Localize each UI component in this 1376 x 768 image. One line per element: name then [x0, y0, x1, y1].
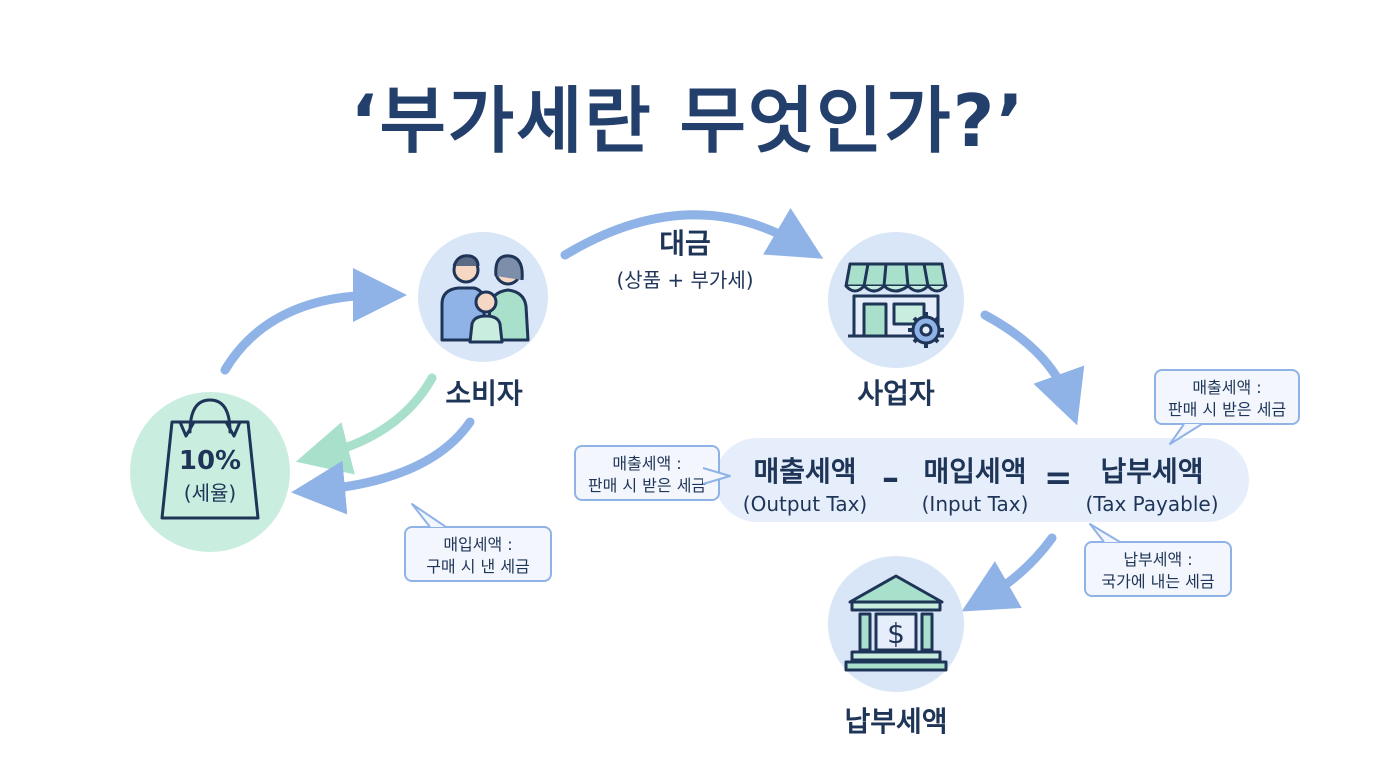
payable-label: 납부세액: [844, 705, 948, 738]
bank-circle: $: [828, 556, 964, 692]
bubble-payable-line1: 납부세액 :: [1123, 550, 1193, 569]
formula-box: [715, 438, 1249, 522]
store-gear-icon: [844, 262, 948, 348]
arrow-consumer-to-tax-green: [295, 373, 437, 475]
bubble-output-right-line1: 매출세액 :: [1192, 378, 1262, 397]
consumer-circle: [418, 232, 548, 362]
formula-result: 납부세액 (Tax Payable): [1074, 450, 1230, 516]
payment-label: 대금 (상품 + 부가세): [560, 222, 810, 293]
svg-text:$: $: [887, 617, 905, 650]
formula-output-ko: 매출세액: [753, 455, 857, 488]
tax-rate-value: 10%: [178, 446, 242, 476]
arrow-tax-to-consumer: [220, 268, 407, 375]
bubble-payable: 납부세액 : 국가에 내는 세금: [1084, 541, 1232, 597]
business-label: 사업자: [857, 377, 935, 410]
formula-result-ko: 납부세액: [1100, 455, 1204, 488]
formula-output: 매출세액 (Output Tax): [730, 450, 880, 516]
arrow-consumer-to-tax-blue: [291, 417, 475, 515]
family-icon: [440, 254, 530, 344]
bubble-input-line2: 구매 시 낸 세금: [426, 557, 530, 576]
arrow-consumer-to-business: [560, 208, 824, 260]
formula-output-en: (Output Tax): [742, 492, 868, 516]
formula-equals: =: [1044, 458, 1073, 498]
bubble-input: 매입세액 : 구매 시 낸 세금: [404, 526, 552, 582]
bubble-output-left-line1: 매출세액 :: [612, 454, 682, 473]
bubble-output-left-line2: 판매 시 받은 세금: [587, 476, 707, 495]
shopping-bag-icon: [160, 398, 260, 520]
payment-sub: (상품 + 부가세): [616, 268, 754, 292]
consumer-label: 소비자: [445, 377, 523, 410]
formula-result-en: (Tax Payable): [1085, 492, 1219, 516]
bubble-output-right-line2: 판매 시 받은 세금: [1167, 400, 1287, 419]
tax-circle: [130, 392, 290, 552]
tax-rate: 10% (세율): [150, 445, 270, 509]
payment-main: 대금: [659, 227, 711, 260]
formula-minus: –: [882, 458, 899, 498]
formula-input-ko: 매입세액: [923, 455, 1027, 488]
arrow-business-to-formula: [980, 310, 1085, 426]
bubble-input-line1: 매입세액 :: [443, 535, 513, 554]
formula-input: 매입세액 (Input Tax): [910, 450, 1040, 516]
page-title: ‘부가세란 무엇인가?’: [350, 79, 1026, 163]
arrow-formula-to-bank: [961, 533, 1057, 612]
business-circle: [828, 232, 964, 368]
bubble-output-right: 매출세액 : 판매 시 받은 세금: [1154, 369, 1300, 425]
formula-input-en: (Input Tax): [921, 492, 1029, 516]
bubble-output-left: 매출세액 : 판매 시 받은 세금: [574, 445, 720, 501]
tax-rate-label: (세율): [183, 481, 237, 505]
bubble-payable-line2: 국가에 내는 세금: [1101, 572, 1215, 591]
bank-dollar-icon: $: [844, 574, 948, 672]
